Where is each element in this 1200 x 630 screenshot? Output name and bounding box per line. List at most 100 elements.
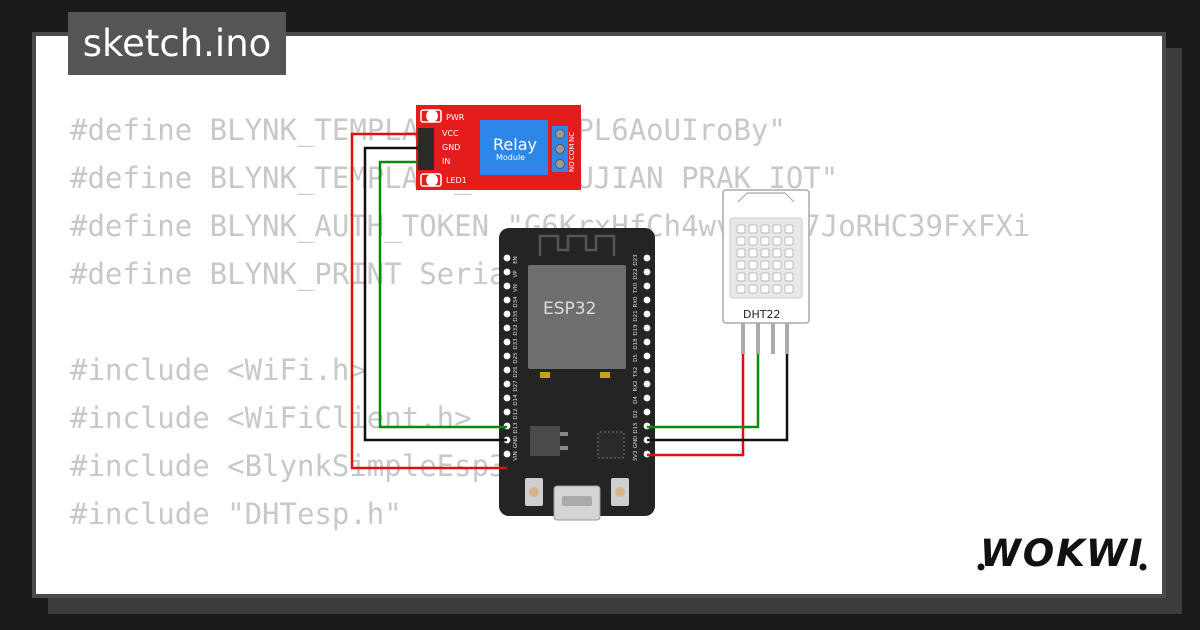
- micro-usb-socket: [562, 496, 592, 506]
- esp32-pin-label-d34: D34: [513, 296, 519, 308]
- dht22-grille-hole: [736, 284, 746, 294]
- esp32-pin-label-gnd: GND: [633, 436, 639, 449]
- esp32-pin-vp[interactable]: [503, 268, 511, 276]
- dht22-grille-hole: [784, 224, 794, 234]
- dht22-notch: [737, 192, 795, 203]
- dht22-grille-hole: [784, 248, 794, 258]
- dht22-grille-hole: [772, 224, 782, 234]
- esp32-pin-d21[interactable]: [643, 310, 651, 318]
- esp32-pin-d2[interactable]: [643, 408, 651, 416]
- pwr-led-label: PWR: [446, 113, 465, 122]
- esp32-antenna: [538, 234, 616, 256]
- relay-pin-vcc: VCC: [442, 129, 459, 138]
- dht22-grille-hole: [760, 224, 770, 234]
- pwr-led: [420, 109, 442, 123]
- esp32-pin-en[interactable]: [503, 254, 511, 262]
- dht22-grille-hole: [760, 248, 770, 258]
- code-line-6: #include <WiFi.h>: [70, 353, 367, 387]
- logo-dot-2: [1139, 563, 1147, 571]
- esp32-pin-headers: ENVPVND34D35D32D33D25D26D27D14D12D13GNDV…: [503, 254, 651, 461]
- esp32-pin-label-d26: D26: [513, 366, 519, 378]
- esp32-pin-label-d23: D23: [633, 254, 639, 266]
- esp32-pin-d34[interactable]: [503, 296, 511, 304]
- esp32-pin-d26[interactable]: [503, 366, 511, 374]
- esp32-pin-d33[interactable]: [503, 338, 511, 346]
- dht22-sensor[interactable]: DHT22: [722, 189, 810, 354]
- dht22-grille-hole: [748, 272, 758, 282]
- esp32-pin-d25[interactable]: [503, 352, 511, 360]
- led1: [420, 173, 442, 187]
- wire-dht-data-to-d15: [647, 354, 760, 429]
- wire-relay-in-to-d13: [378, 160, 507, 429]
- esp32-pin-label-d32: D32: [513, 324, 519, 335]
- esp32-pin-label-d2: D2: [633, 410, 639, 418]
- esp32-pin-label-d27: D27: [513, 380, 519, 392]
- esp32-pin-label-d19: D19: [633, 324, 639, 336]
- relay-module[interactable]: PWR LED1 VCC GND IN Relay Module NO COM …: [416, 105, 581, 190]
- esp32-pin-label-d13: D13: [513, 422, 519, 434]
- dht22-grille-hole: [772, 284, 782, 294]
- esp32-pin-label-3v3: 3V3: [633, 450, 639, 461]
- esp32-pin-rx2[interactable]: [643, 380, 651, 388]
- wokwi-logo-text: WOKWI: [980, 532, 1145, 575]
- esp32-board[interactable]: ESP32 ENVPVND34D35D32D33D25D26D27D14D12D…: [499, 228, 655, 521]
- dht22-grille-hole: [760, 236, 770, 246]
- esp32-pin-label-d14: D14: [513, 394, 519, 406]
- file-tab-title: sketch.ino: [68, 12, 286, 75]
- relay-out-nc: NC: [568, 132, 576, 142]
- esp32-pin-vn[interactable]: [503, 282, 511, 290]
- esp32-pin-label-vp: VP: [513, 270, 519, 278]
- esp32-pin-d19[interactable]: [643, 324, 651, 332]
- wires: [350, 132, 789, 470]
- esp32-pin-d5[interactable]: [643, 352, 651, 360]
- esp32-pin-d4[interactable]: [643, 394, 651, 402]
- code-line-4: #define BLYNK_PRINT Serial: [70, 257, 524, 291]
- esp32-pin-label-d25: D25: [513, 352, 519, 364]
- esp32-pin-label-rx0: RX0: [633, 296, 639, 308]
- voltage-regulator: [530, 426, 560, 456]
- dht22-grille-hole: [784, 284, 794, 294]
- relay-hole-top: [426, 110, 438, 122]
- esp32-pin-d27[interactable]: [503, 380, 511, 388]
- dht22-grille-hole: [772, 236, 782, 246]
- esp32-pin-label-d4: D4: [633, 396, 639, 404]
- esp32-part-b: [600, 372, 610, 378]
- relay-pin-gnd: GND: [442, 143, 460, 152]
- wokwi-logo: WOKWI: [977, 532, 1147, 575]
- dht22-grille-hole: [760, 260, 770, 270]
- esp32-pin-tx2[interactable]: [643, 366, 651, 374]
- esp32-pin-d18[interactable]: [643, 338, 651, 346]
- dht22-grille-hole: [748, 236, 758, 246]
- regulator-pin-1: [560, 432, 568, 436]
- esp32-pin-label-d12: D12: [513, 408, 519, 419]
- esp32-pin-vin[interactable]: [503, 450, 511, 458]
- terminal-screw-3: [555, 159, 565, 169]
- code-line-9: #include "DHTesp.h": [70, 497, 402, 531]
- relay-header: [418, 128, 434, 170]
- esp32-pin-d14[interactable]: [503, 394, 511, 402]
- esp32-pin-label-d22: D22: [633, 268, 639, 279]
- code-line-7: #include <WiFiClient.h>: [70, 401, 472, 435]
- esp32-pin-tx0[interactable]: [643, 282, 651, 290]
- esp32-pin-rx0[interactable]: [643, 296, 651, 304]
- relay-out-com: COM: [568, 144, 576, 160]
- dht22-label: DHT22: [743, 308, 780, 321]
- esp32-pin-d12[interactable]: [503, 408, 511, 416]
- esp32-pin-label-vn: VN: [513, 284, 519, 292]
- esp32-pin-d35[interactable]: [503, 310, 511, 318]
- esp32-shield: [528, 265, 626, 369]
- esp32-pin-d22[interactable]: [643, 268, 651, 276]
- esp32-pin-d32[interactable]: [503, 324, 511, 332]
- esp32-pin-label-en: EN: [513, 256, 519, 264]
- esp32-pin-label-d5: D5: [633, 354, 639, 362]
- esp32-label: ESP32: [543, 299, 596, 319]
- dht22-grille-hole: [772, 272, 782, 282]
- dht22-grille-hole: [736, 272, 746, 282]
- relay-out-no: NO: [568, 161, 576, 172]
- led1-label: LED1: [446, 176, 467, 185]
- dht22-grille-hole: [748, 224, 758, 234]
- usb-uart-chip: [597, 431, 625, 459]
- esp32-pin-d23[interactable]: [643, 254, 651, 262]
- terminal-screw-1: [555, 129, 565, 139]
